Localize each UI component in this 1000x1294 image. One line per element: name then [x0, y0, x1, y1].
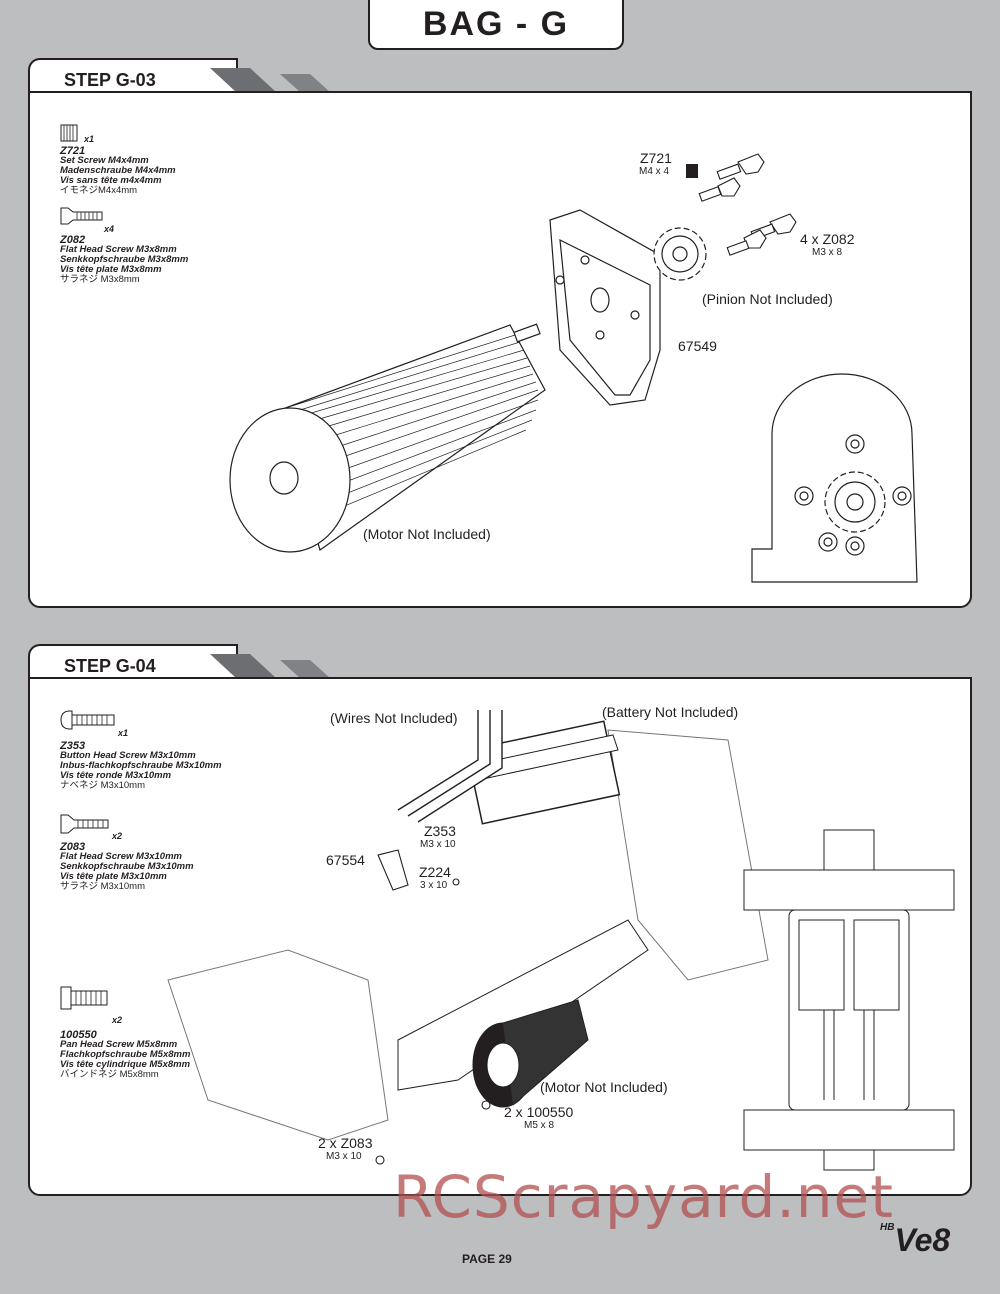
- z224-code: Z224: [419, 864, 451, 880]
- z721-code: Z721: [640, 150, 672, 166]
- part-qty: x2: [112, 831, 123, 841]
- part-qty: x2: [112, 1015, 123, 1025]
- part-qty: x4: [104, 224, 115, 234]
- part-z082: Z082 Flat Head Screw M3x8mm Senkkopfschr…: [60, 234, 189, 285]
- 100550-code: 2 x 100550: [504, 1104, 574, 1120]
- z353-size: M3 x 10: [420, 839, 456, 850]
- bracket-label: 67554: [326, 852, 365, 868]
- motor-label: (Motor Not Included): [540, 1079, 668, 1095]
- brand-logo: HBVe8: [880, 1222, 951, 1258]
- part-100550: 100550 Pan Head Screw M5x8mm Flachkopfsc…: [60, 1029, 191, 1080]
- wires-label: (Wires Not Included): [330, 710, 458, 726]
- chassis-top-view: [743, 829, 955, 1171]
- z083-code: 2 x Z083: [318, 1135, 373, 1151]
- step-g04-title: STEP G-04: [28, 644, 238, 680]
- watermark: RCScrapyard.net: [393, 1163, 894, 1231]
- part-z083: Z083 Flat Head Screw M3x10mm Senkkopfsch…: [60, 841, 194, 892]
- pan-head-screw-icon: [60, 986, 108, 1010]
- flat-head-screw-icon: [60, 207, 103, 225]
- z083-size: M3 x 10: [326, 1151, 362, 1162]
- page-number: PAGE 29: [462, 1252, 512, 1266]
- motor-mount-label: 67549: [678, 338, 717, 354]
- motor-illustration: [229, 323, 546, 553]
- bag-title: BAG - G: [368, 0, 624, 50]
- step-g03-title: STEP G-03: [28, 58, 238, 94]
- z721-screw-illustration: [686, 164, 698, 178]
- chassis-illustration: [167, 710, 769, 1165]
- part-z353: Z353 Button Head Screw M3x10mm Inbus-fla…: [60, 740, 222, 791]
- part-qty: x1: [84, 134, 95, 144]
- step-g04-stripes: [210, 654, 330, 678]
- mount-detail-inset: [751, 373, 918, 583]
- button-head-screw-icon: [60, 710, 115, 730]
- battery-label: (Battery Not Included): [602, 704, 739, 720]
- z082-size: M3 x 8: [812, 247, 843, 258]
- z224-size: 3 x 10: [420, 880, 448, 891]
- z082-code: 4 x Z082: [800, 231, 855, 247]
- pinion-label: (Pinion Not Included): [702, 291, 833, 307]
- part-z721: Z721 Set Screw M4x4mm Madenschraube M4x4…: [60, 145, 176, 196]
- flat-head-screw-icon: [60, 814, 109, 834]
- z353-code: Z353: [424, 823, 456, 839]
- part-qty: x1: [118, 728, 129, 738]
- set-screw-icon: [60, 124, 78, 142]
- motor-mount-illustration: [549, 209, 661, 406]
- z721-size: M4 x 4: [639, 166, 670, 177]
- z082-screws-illustration: [698, 153, 797, 256]
- 100550-size: M5 x 8: [524, 1120, 555, 1131]
- motor-label: (Motor Not Included): [363, 526, 491, 542]
- pinion-gear-illustration: [653, 227, 707, 281]
- step-g03-stripes: [210, 68, 330, 92]
